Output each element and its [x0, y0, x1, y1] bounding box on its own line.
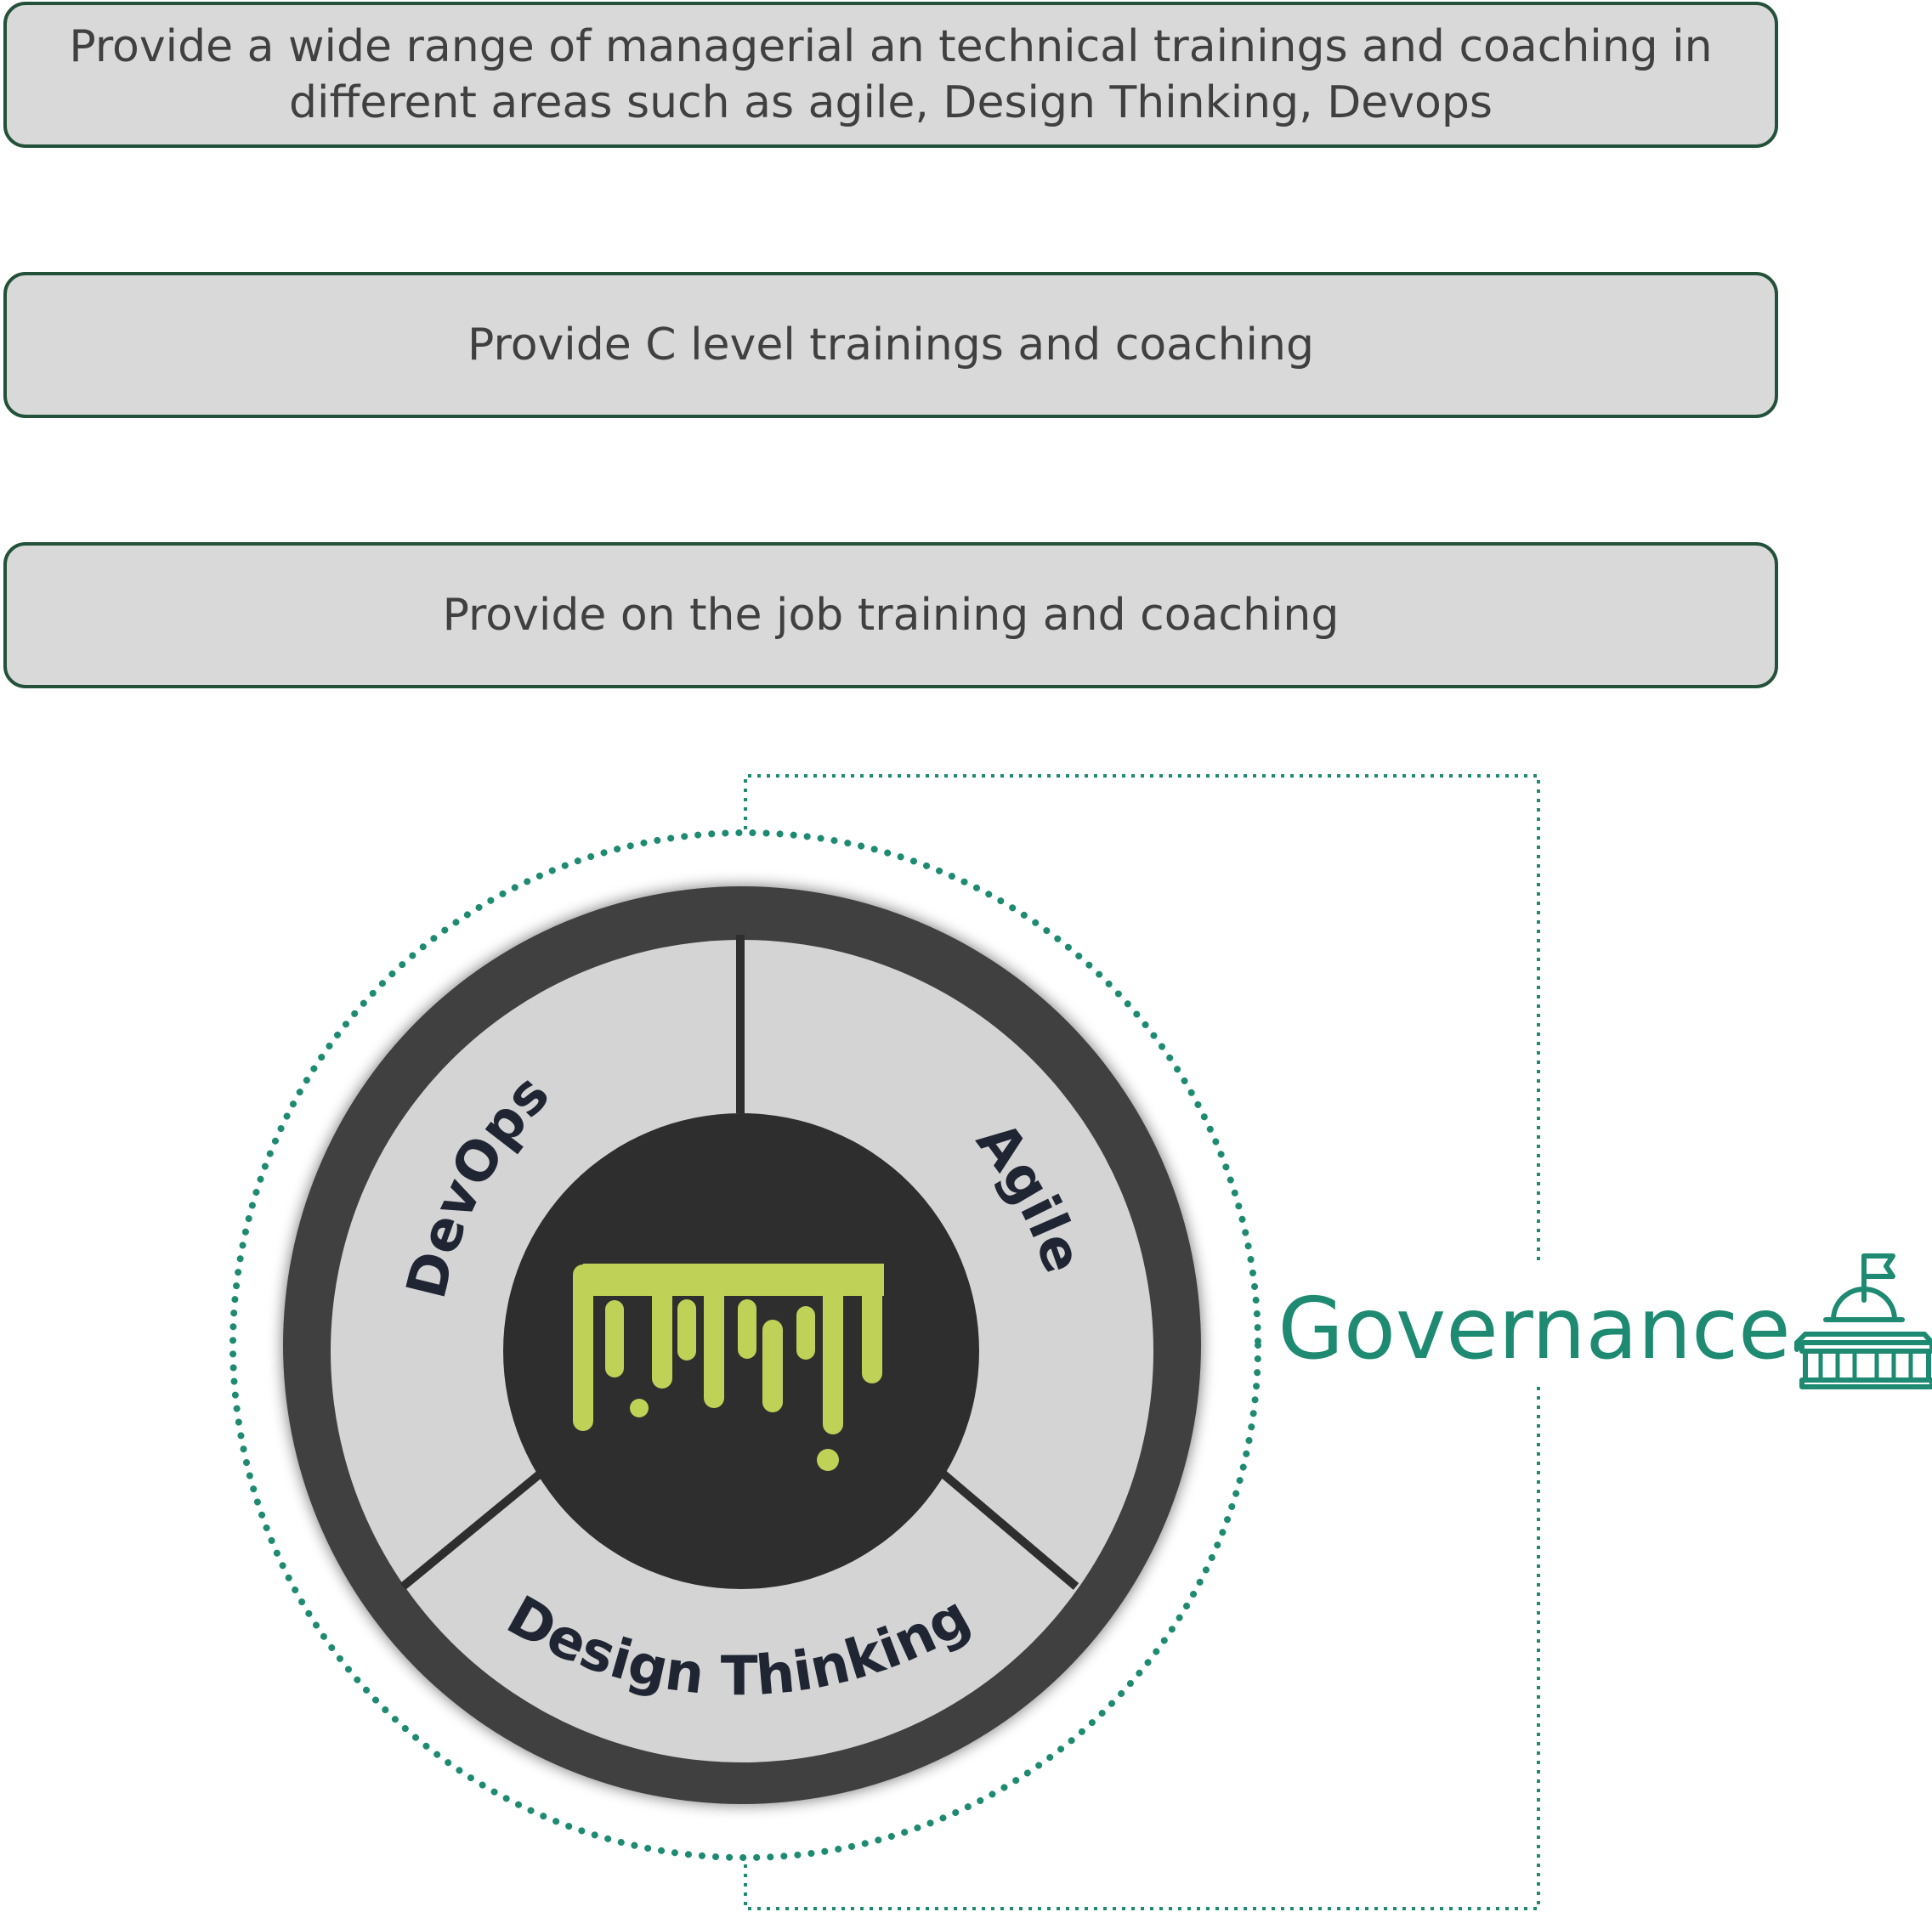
service-box-on-the-job-training: Provide on the job training and coaching — [3, 542, 1778, 688]
service-text-wide-range-trainings: Provide a wide range of managerial an te… — [69, 21, 1713, 128]
dotted-outer-ring — [229, 829, 1261, 1861]
service-text-on-the-job-training: Provide on the job training and coaching — [442, 590, 1340, 641]
service-box-c-level-trainings: Provide C level trainings and coaching — [3, 272, 1778, 418]
segment-dividers — [399, 935, 1079, 1590]
dripping-paint-logo-icon — [573, 1264, 884, 1471]
governance-label: Governance — [1278, 1279, 1790, 1378]
governance-bracket — [744, 774, 1540, 1910]
service-box-wide-range-trainings: Provide a wide range of managerial an te… — [3, 2, 1778, 148]
service-text-c-level-trainings: Provide C level trainings and coaching — [467, 320, 1314, 371]
government-building-icon — [1794, 1253, 1932, 1389]
